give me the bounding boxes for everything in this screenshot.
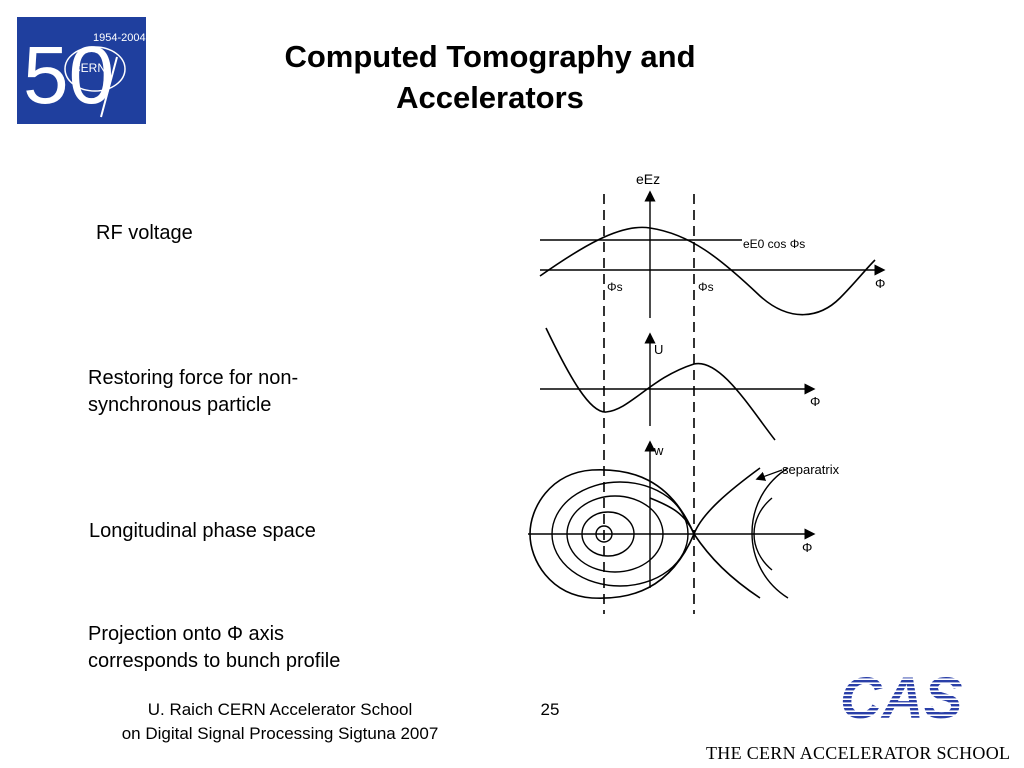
slide-title-line2: Accelerators [396,80,584,115]
logo-swoosh [100,56,118,118]
separatrix-upper-branch [649,467,761,537]
phi-s-label-1: Φs [607,280,623,294]
projection-line1: Projection onto Φ axis [88,623,285,645]
rf-bucket-diagram-svg: eEz Φ eE0 cos Φs Φs Φs U Φ w Φ separatri… [528,171,886,614]
logo-anniversary-digits: 50 [23,30,114,121]
phi-label-bottom: Φ [802,540,812,555]
phase-space-label: Longitudinal phase space [89,520,316,542]
slide-title: Computed Tomography and Accelerators [230,36,750,118]
logo-ring [64,46,126,92]
restoring-force-label: Restoring force for non- synchronous par… [88,365,348,419]
separatrix-label: separatrix [782,462,840,477]
footer-line2: on Digital Signal Processing Sigtuna 200… [121,724,439,743]
logo-years: 1954-2004 [93,32,146,44]
restoring-force-line1: Restoring force for non- [88,367,299,389]
cos-phi-s-label: eE0 cos Φs [743,237,805,251]
page-number: 25 [540,700,560,719]
footer-line1: U. Raich CERN Accelerator School [147,700,413,719]
phi-label-middle: Φ [810,394,820,409]
rf-voltage-curve [539,226,876,316]
phi-s-label-2: Φs [698,280,714,294]
u-axis-label: U [654,342,663,357]
projection-line2: corresponds to bunch profile [88,650,341,672]
phase-orbit-1 [595,525,613,543]
cern-50-logo: 50 1954-2004 CERN [17,17,146,124]
separatrix-pointer [755,469,783,481]
rf-voltage-label: RF voltage [96,222,193,244]
separatrix-lower-branch [693,533,761,599]
phase-orbit-3 [566,495,664,573]
slide-footer: U. Raich CERN Accelerator School on Digi… [70,698,490,746]
cas-mark: CAS [840,668,963,724]
potential-curve [545,327,776,441]
w-axis-label: w [653,443,664,458]
cas-logo-graphic: CAS [840,666,963,731]
cas-school-name: THE CERN ACCELERATOR SCHOOL [706,743,1011,763]
phi-label-top: Φ [875,276,885,291]
outer-trajectory-1 [751,467,789,599]
logo-org: CERN [72,61,106,75]
cas-logo: CAS [838,666,994,731]
ez-axis-label: eEz [636,171,660,187]
slide-title-line1: Computed Tomography and [284,39,696,74]
projection-label: Projection onto Φ axis corresponds to bu… [88,621,388,675]
rf-bucket-diagram: eEz Φ eE0 cos Φs Φs Φs U Φ w Φ separatri… [520,168,900,618]
restoring-force-line2: synchronous particle [88,394,272,416]
phase-orbit-4 [551,481,689,587]
cern-50-logo-graphic: 50 1954-2004 CERN [23,30,146,121]
separatrix-curve [529,468,695,600]
phase-orbit-2 [581,511,635,557]
outer-trajectory-2 [753,497,773,571]
